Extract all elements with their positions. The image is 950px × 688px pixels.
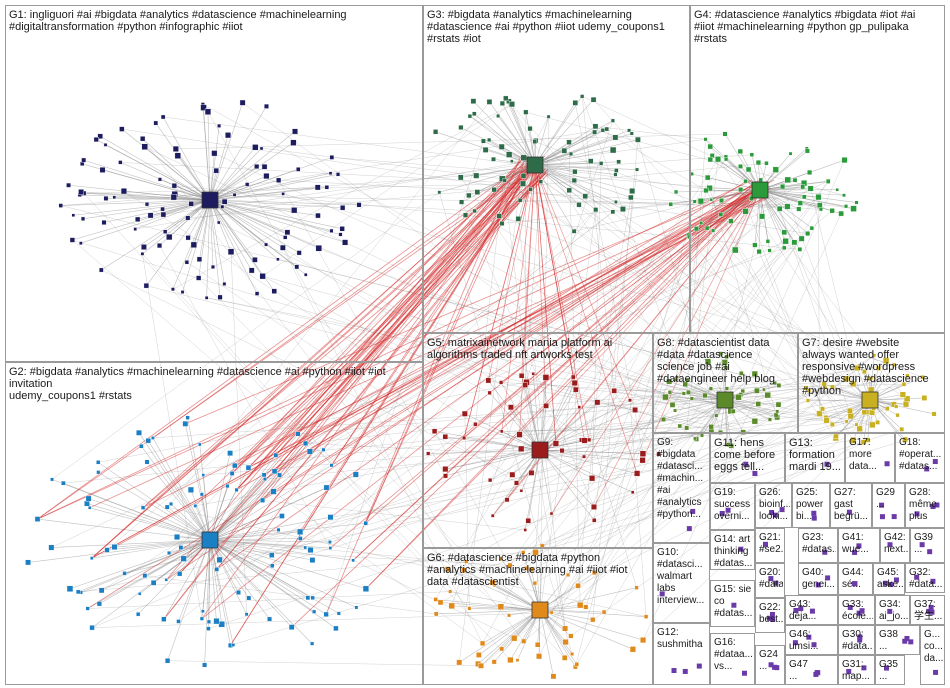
group-panel-g35: G35 ... — [875, 655, 905, 685]
group-label-g14: G14: art thinking #datas... — [714, 534, 753, 570]
group-panel-g31: G31: map... — [838, 655, 875, 685]
group-label-g33: G33: école... — [842, 599, 873, 623]
group-label-g17: G17: more data... — [849, 437, 893, 473]
group-label-g9: G9: #bigdata #datasci... #machin... #ai … — [657, 437, 708, 521]
group-label-g3: G3: #bigdata #analytics #machinelearning… — [427, 9, 688, 45]
group-label-g32: G32: #data... — [909, 567, 943, 591]
group-label-g35: G35 ... — [879, 659, 903, 683]
group-panel-g21: G21: #se2... — [755, 528, 785, 563]
group-label-g42: G42: next... — [884, 532, 908, 556]
group-label-g19: G19: success overni... — [714, 487, 753, 523]
group-panel-g27: G27: gast begrü... — [830, 483, 872, 528]
group-label-g8: G8: #datascientist data #data #datascien… — [657, 337, 796, 385]
group-label-g13: G13: formation mardi 19... — [789, 437, 843, 473]
group-panel-g41: G41: wue... — [838, 528, 880, 563]
group-panel-g33: G33: école... — [838, 595, 875, 625]
group-panel-g47: G47 ... — [785, 655, 838, 685]
group-label-g6: G6: #datascience #bigdata #python #analy… — [427, 552, 651, 588]
group-panel-g8: G8: #datascientist data #data #datascien… — [653, 333, 798, 433]
group-panel-g44: G44: sé... — [838, 563, 873, 595]
group-panel-g40: G40: genei... — [798, 563, 838, 595]
group-panel-g32: G32: #data... — [905, 563, 945, 593]
group-panel-g13: G13: formation mardi 19... — [785, 433, 845, 483]
group-panel-g30: G30: #data... — [838, 625, 875, 655]
group-label-g15: G15: sie co #datas... — [714, 584, 753, 620]
group-panel-g39: G39 ... — [910, 528, 945, 563]
group-label-g46: G46: umsi... — [789, 629, 836, 653]
group-panel-g11: G11: hens come before eggs tell... — [710, 433, 785, 483]
group-panel-g9: G9: #bigdata #datasci... #machin... #ai … — [653, 433, 710, 543]
group-label-g43: G43: deja... — [789, 599, 836, 623]
group-label-g28: G28: même plus — [909, 487, 943, 523]
group-label-g34: G34: ai_jo... — [879, 599, 908, 623]
group-panel-g24: G24 ... — [755, 645, 785, 685]
group-panel-g12: G12: sushmitha — [653, 623, 710, 685]
group-label-g41: G41: wue... — [842, 532, 878, 556]
group-label-g22: G22: best... — [759, 602, 783, 626]
group-panel-g34: G34: ai_jo... — [875, 595, 910, 625]
group-panel-g43: G43: deja... — [785, 595, 838, 625]
group-panel-g6: G6: #datascience #bigdata #python #analy… — [423, 548, 653, 685]
group-panel-g25: G25: power bi... — [792, 483, 830, 528]
group-panel-g4: G4: #datascience #analytics #bigdata #io… — [690, 5, 945, 333]
group-label-g12: G12: sushmitha — [657, 627, 708, 651]
group-label-g18: G18: #operat... #datas... — [899, 437, 943, 473]
group-label-g20: G20: #datas... — [759, 567, 783, 591]
group-label-g40: G40: genei... — [802, 567, 836, 591]
group-label-g45: G45: aske... — [877, 567, 903, 591]
group-label-g30: G30: #data... — [842, 629, 873, 653]
group-label-g23: G23: #datas... — [802, 532, 836, 556]
group-label-g38: G38 ... — [879, 629, 918, 653]
group-panel-g17: G17: more data... — [845, 433, 895, 483]
group-panel-g5: G5: matrixainetwork mania platform ai al… — [423, 333, 653, 548]
group-label-g47: G47 ... — [789, 659, 836, 683]
group-panel-g3: G3: #bigdata #analytics #machinelearning… — [423, 5, 690, 333]
group-panel-g14: G14: art thinking #datas... — [710, 530, 755, 570]
group-panel-g29: G29 ... — [872, 483, 905, 528]
group-label-g2: G2: #bigdata #analytics #machinelearning… — [9, 366, 421, 402]
group-label-g5: G5: matrixainetwork mania platform ai al… — [427, 337, 651, 361]
group-panel-g46: G46: umsi... — [785, 625, 838, 655]
group-label-g36: G... co... da... — [924, 629, 943, 665]
group-label-g27: G27: gast begrü... — [834, 487, 870, 523]
group-label-g37: G37: 学生... — [914, 599, 943, 623]
group-label-g24: G24 ... — [759, 649, 783, 673]
group-panel-g20: G20: #datas... — [755, 563, 785, 598]
group-panel-g7: G7: desire #website always wanted offer … — [798, 333, 945, 433]
group-panel-g22: G22: best... — [755, 598, 785, 633]
group-label-g39: G39 ... — [914, 532, 943, 556]
group-label-g1: G1: ingliguori #ai #bigdata #analytics #… — [9, 9, 421, 33]
group-panel-g19: G19: success overni... — [710, 483, 755, 530]
group-label-g25: G25: power bi... — [796, 487, 828, 523]
group-panel-g1: G1: ingliguori #ai #bigdata #analytics #… — [5, 5, 423, 362]
group-label-g31: G31: map... — [842, 659, 873, 683]
group-panel-g18: G18: #operat... #datas... — [895, 433, 945, 483]
group-panel-g42: G42: next... — [880, 528, 910, 563]
group-label-g7: G7: desire #website always wanted offer … — [802, 337, 943, 397]
group-label-g10: G10: #datasci... walmart labs interview.… — [657, 547, 708, 607]
group-panel-g10: G10: #datasci... walmart labs interview.… — [653, 543, 710, 623]
group-label-g44: G44: sé... — [842, 567, 871, 591]
group-panel-g38: G38 ... — [875, 625, 920, 655]
group-panel-g45: G45: aske... — [873, 563, 905, 595]
group-label-g21: G21: #se2... — [759, 532, 783, 556]
group-panel-g26: G26: bioinf... looki... — [755, 483, 792, 528]
group-panel-g15: G15: sie co #datas... — [710, 580, 755, 627]
group-label-g26: G26: bioinf... looki... — [759, 487, 790, 523]
group-panel-g28: G28: même plus — [905, 483, 945, 528]
group-panel-g2: G2: #bigdata #analytics #machinelearning… — [5, 362, 423, 685]
group-label-g16: G16: #dataa... vs... — [714, 637, 753, 673]
group-label-g11: G11: hens come before eggs tell... — [714, 437, 783, 473]
group-panel-g16: G16: #dataa... vs... — [710, 633, 755, 685]
group-panel-g23: G23: #datas... — [798, 528, 838, 563]
group-label-g29: G29 ... — [876, 487, 903, 511]
group-panel-g36: G... co... da... — [920, 625, 945, 685]
group-label-g4: G4: #datascience #analytics #bigdata #io… — [694, 9, 943, 45]
group-panel-g37: G37: 学生... — [910, 595, 945, 625]
